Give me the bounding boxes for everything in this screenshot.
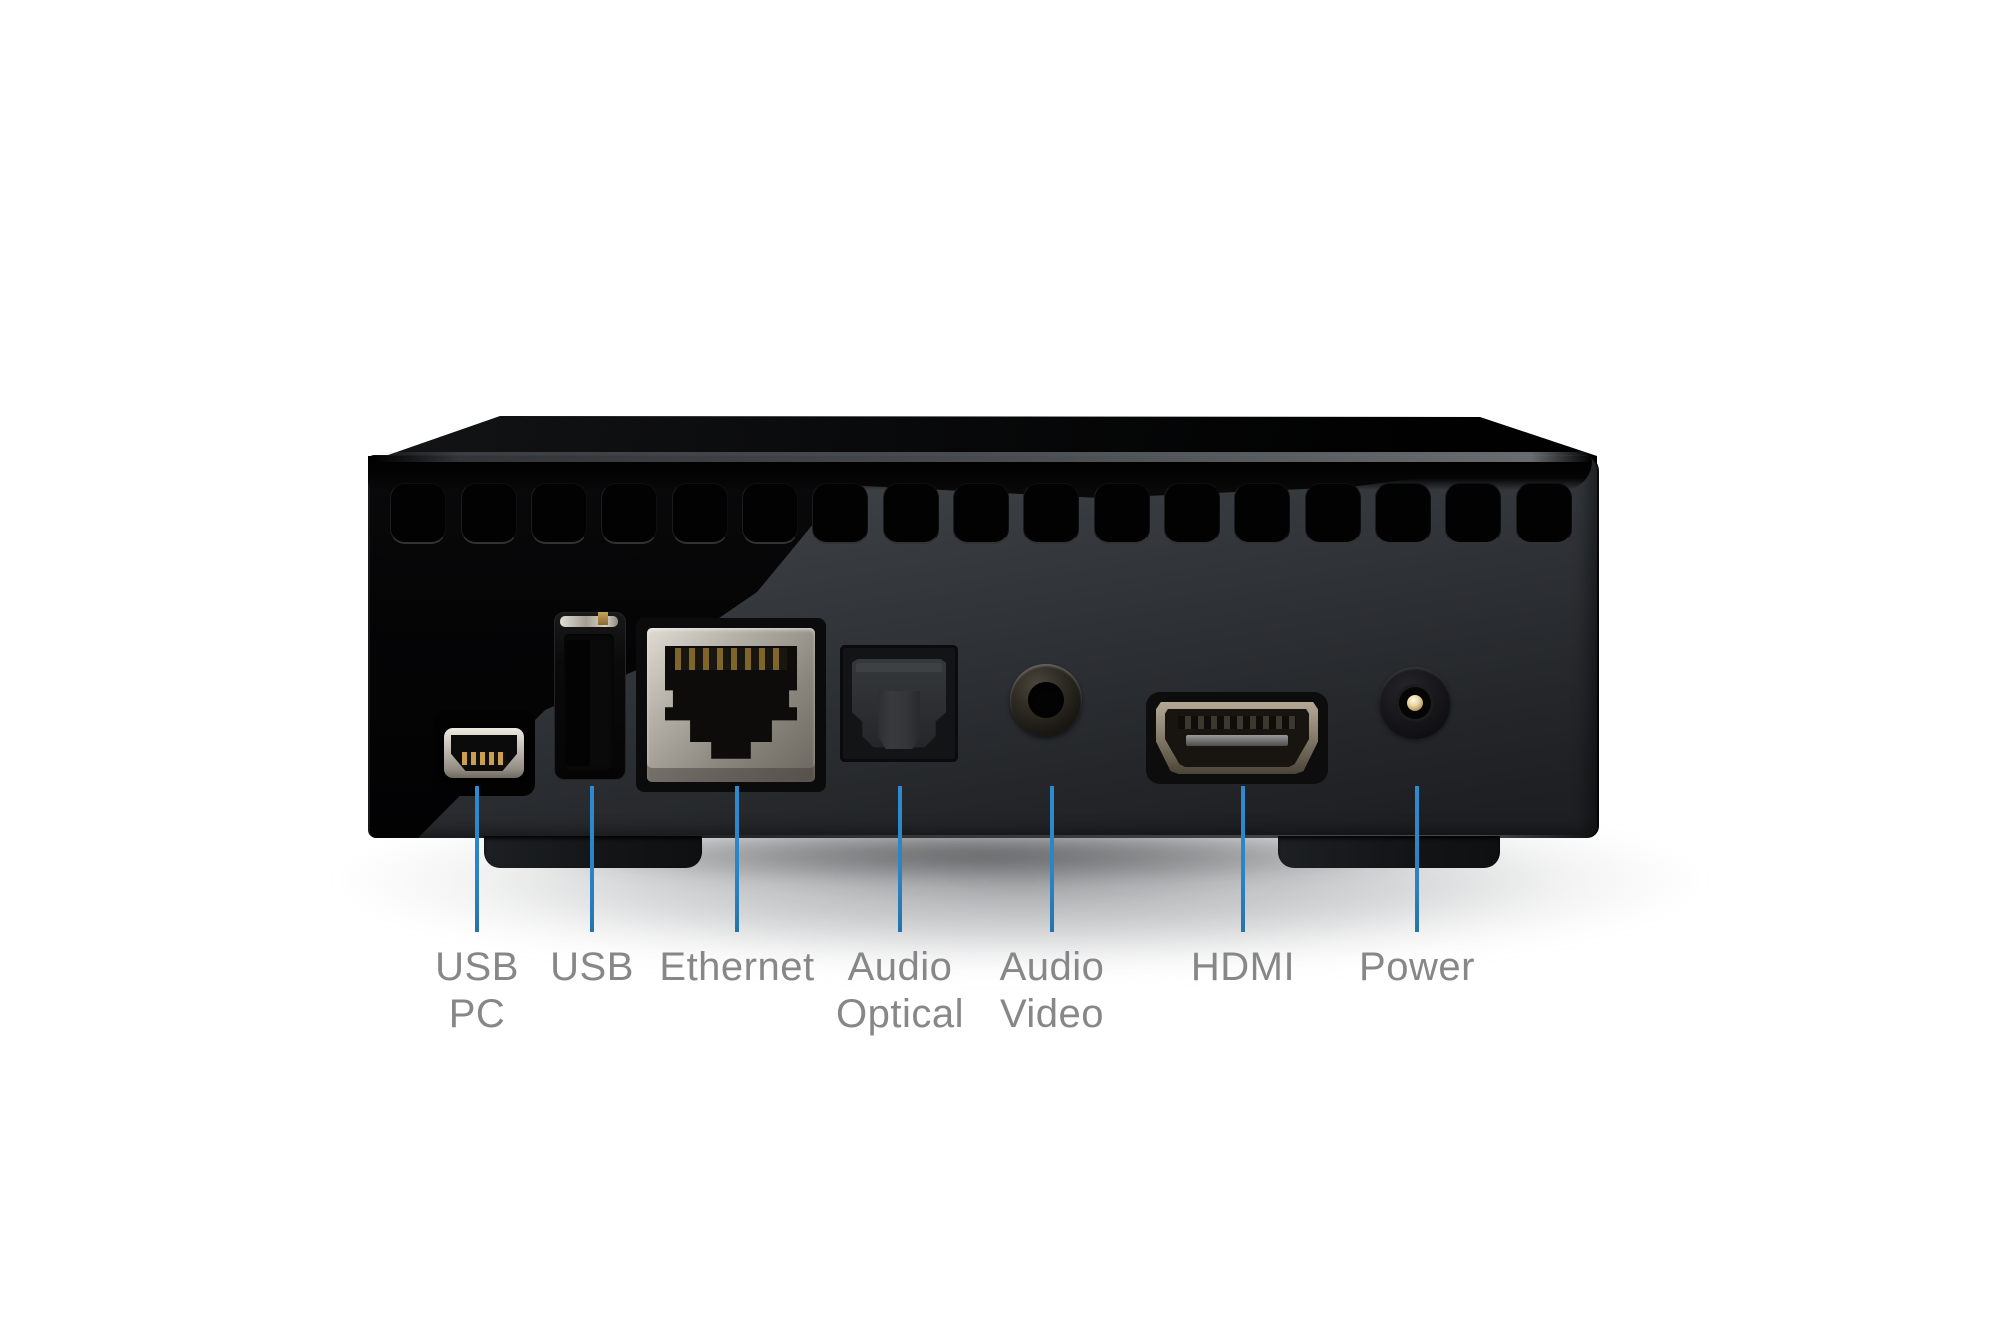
vent-slot	[742, 483, 798, 544]
vent-slot	[953, 483, 1009, 544]
label-line: Optical	[836, 992, 964, 1036]
mini-usb-port-icon	[433, 710, 535, 796]
label-line: Power	[1359, 945, 1475, 989]
label-line: Audio	[999, 945, 1105, 989]
vent-slot	[390, 483, 446, 544]
leader-line-usb	[590, 786, 594, 932]
label-line: PC	[448, 992, 506, 1036]
hdmi-port-icon	[1146, 692, 1328, 784]
av-minijack-port-icon	[1010, 664, 1082, 736]
toslink-optical-port-icon	[840, 645, 958, 762]
label-line: Audio	[847, 945, 953, 989]
vent-slot	[1516, 483, 1572, 544]
vent-slot	[1234, 483, 1290, 544]
leader-line-usb-pc	[475, 786, 479, 932]
device-foot-right	[1278, 836, 1500, 868]
leader-line-audio-video	[1050, 786, 1054, 932]
usb-a-tongue	[566, 640, 590, 766]
label-line: Ethernet	[659, 945, 815, 989]
label-line: USB	[550, 945, 634, 989]
vent-slot	[1094, 483, 1150, 544]
optical-shutter-ridge	[878, 691, 920, 749]
dc-power-port-icon	[1379, 667, 1451, 739]
power-jack-pin	[1407, 695, 1423, 711]
leader-line-hdmi	[1241, 786, 1245, 932]
label-line: HDMI	[1190, 945, 1296, 989]
vent-slot	[1164, 483, 1220, 544]
leader-line-audio-optical	[898, 786, 902, 932]
vent-slot	[1375, 483, 1431, 544]
vent-slot	[1023, 483, 1079, 544]
leader-line-ethernet	[735, 786, 739, 932]
top-edge-highlight	[374, 452, 1592, 462]
hdmi-pins	[1178, 716, 1296, 729]
port-label-audio-optical: Audio Optical	[836, 944, 964, 1038]
leader-line-power	[1415, 786, 1419, 932]
vent-slot	[461, 483, 517, 544]
port-label-usb: USB	[550, 944, 634, 991]
vent-slot	[531, 483, 587, 544]
av-jack-hole	[1028, 682, 1064, 718]
label-line: USB	[435, 945, 519, 989]
hdmi-tongue	[1186, 735, 1288, 746]
port-label-usb-pc: USB PC	[435, 944, 519, 1038]
label-line: Video	[999, 992, 1105, 1036]
vent-slot	[601, 483, 657, 544]
usb-a-metal-edge	[560, 616, 618, 627]
vent-slot	[1305, 483, 1361, 544]
port-label-audio-video: Audio Video	[1000, 944, 1105, 1038]
vent-slot	[883, 483, 939, 544]
vent-slot	[812, 483, 868, 544]
vent-slot	[672, 483, 728, 544]
usb-a-port-icon	[554, 612, 626, 780]
ethernet-pins	[675, 648, 787, 670]
port-label-ethernet: Ethernet	[659, 944, 814, 991]
rj45-ethernet-port-icon	[636, 618, 826, 792]
bottom-edge-highlight	[640, 835, 1590, 838]
port-label-power: Power	[1359, 944, 1475, 991]
usb-a-pin	[598, 612, 608, 625]
port-label-hdmi: HDMI	[1191, 944, 1295, 991]
optical-shutter-lip	[856, 663, 942, 672]
vent-slot	[1445, 483, 1501, 544]
mini-usb-pins	[462, 752, 506, 765]
